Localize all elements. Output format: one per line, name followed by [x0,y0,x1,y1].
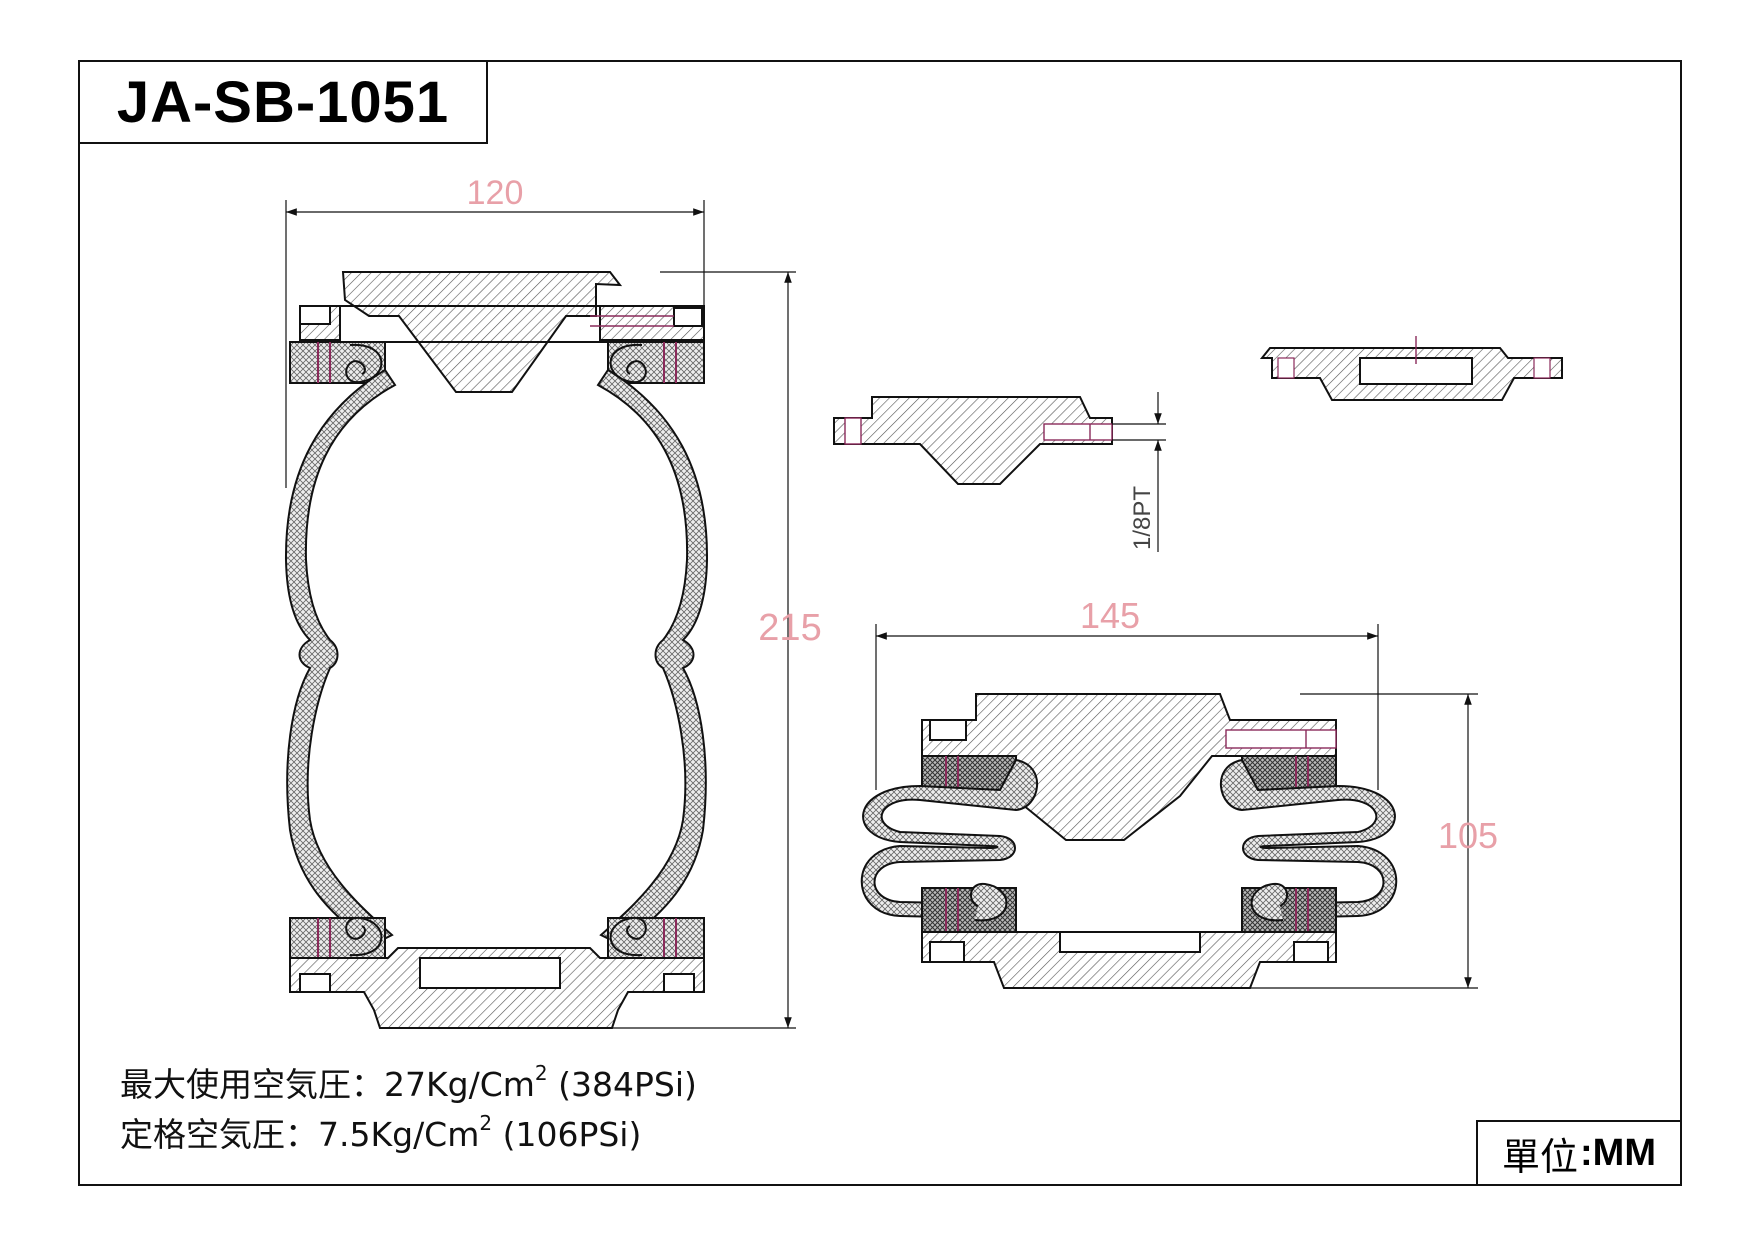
top-plate-detail [833,396,1113,485]
rated-pressure-exponent: 2 [479,1111,493,1135]
port-thread-label: 1/8PT [1129,486,1156,550]
max-pressure-value: 27Kg/Cm [384,1065,535,1104]
bellows-extended [284,368,397,947]
max-pressure-psi: (384PSi) [547,1065,697,1104]
dimension-label-105: 105 [1438,815,1498,856]
rated-pressure-value: 7.5Kg/Cm [318,1115,480,1154]
dimension-compressed-width [875,624,1379,790]
unit-label: 單位 [1502,1134,1579,1179]
extended-view [284,271,709,1029]
title-box: JA-SB-1051 [78,60,488,144]
unit-box: 單位:MM [1476,1120,1682,1186]
rated-pressure-label: 定格空気圧： [120,1115,318,1154]
unit-value: :MM [1580,1131,1656,1174]
dimension-extended-width [285,200,705,488]
dimension-label-215: 215 [758,607,821,649]
dimension-label-145: 145 [1080,595,1140,636]
dimension-extended-height [612,271,796,1029]
part-number-title: JA-SB-1051 [116,69,450,135]
compressed-view [860,693,1398,989]
dimension-label-120: 120 [467,174,524,212]
bottom-plate-detail [1259,336,1563,401]
max-pressure-exponent: 2 [534,1061,548,1085]
dimension-compressed-height [1250,693,1478,989]
rated-pressure-psi: (106PSi) [492,1115,642,1154]
rated-pressure-spec: 定格空気圧：7.5Kg/Cm2 (106PSi) [120,1108,641,1156]
max-pressure-label: 最大使用空気圧： [120,1065,384,1104]
port-callout [1112,392,1166,552]
max-pressure-spec: 最大使用空気圧：27Kg/Cm2 (384PSi) [120,1058,697,1106]
drawing-frame [78,60,1682,1186]
top-plate-extended [341,271,623,393]
